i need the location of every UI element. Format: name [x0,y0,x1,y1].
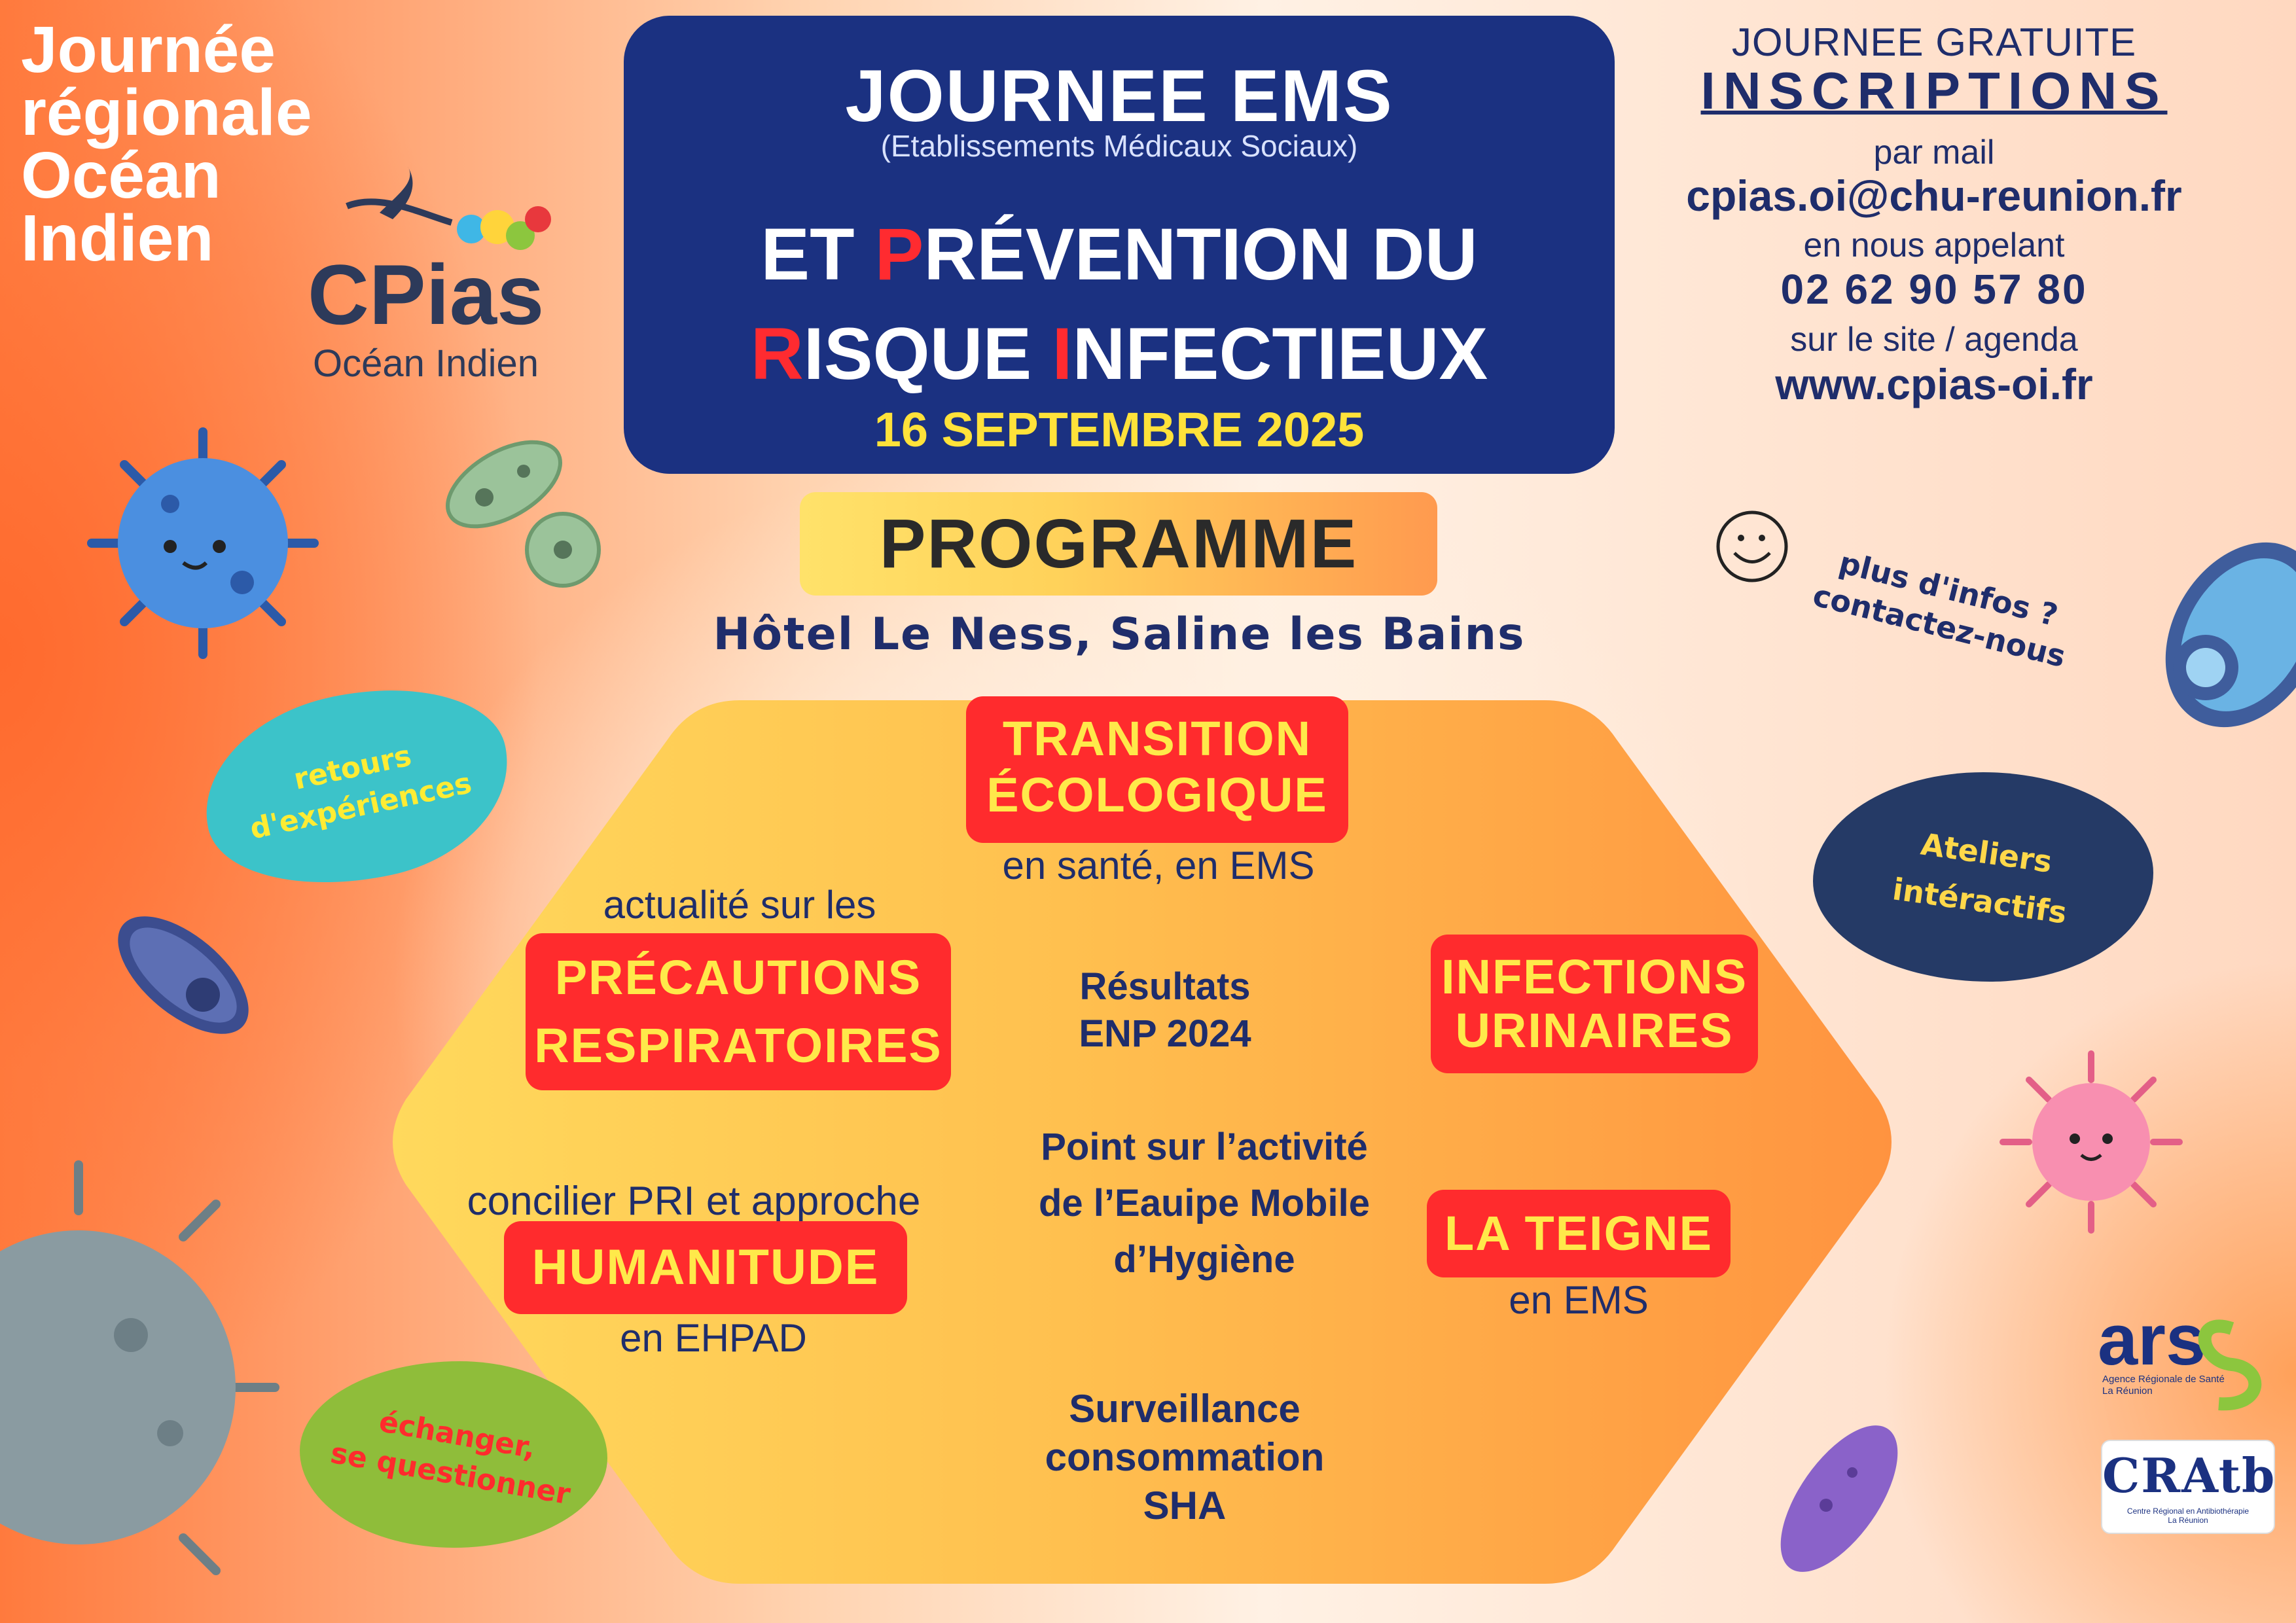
cpias-logo: CPias Océan Indien [308,167,551,385]
topic-transition-sub: en santé, en EMS [1002,844,1315,887]
free-day-label: JOURNEE GRATUITE [1731,20,2137,64]
contact-note: plus d'infos ? contactez-nous [1776,531,2111,684]
center-point-equipe-mobile: Point sur l’activité de l’Eauipe Mobile … [949,1119,1460,1288]
registration-info: JOURNEE GRATUITE INSCRIPTIONS par mail c… [1604,20,2265,409]
cratb-letters: CRAtb [2102,1448,2276,1503]
cratb-caption-line: La Réunion [2168,1516,2208,1525]
event-title-line3: RISQUE INFECTIEUX [750,313,1488,395]
phone-label: en nous appelant [1803,226,2065,264]
pink-virus-icon [2000,1050,2183,1234]
region-title-line: Journée [21,13,276,86]
blue-virus-icon [87,427,319,659]
logo-dot-blue [457,215,486,243]
region-title-line: régionale [21,76,312,149]
cratb-caption: Centre Régional en Antibiothérapie La Ré… [2102,1507,2274,1525]
topic-line: PRÉCAUTIONS [554,950,922,1005]
center-surveillance-sha: Surveillance consommation SHA [903,1385,1466,1530]
contact-email[interactable]: cpias.oi@chu-reunion.fr [1686,171,2182,220]
logo-dot-red [525,206,551,232]
green-bacteria-icon [446,440,601,588]
topic-line: INFECTIONS [1441,950,1748,1004]
center-line: Surveillance [1069,1387,1300,1431]
ars-caption: Agence Régionale de Santé [2102,1374,2225,1385]
region-title-line: Océan [21,139,221,212]
logo-dot-green [506,221,535,250]
purple-bacteria-icon [118,916,249,1034]
topic-la-teigne: LA TEIGNE [1427,1190,1731,1277]
topic-precautions-respiratoires: PRÉCAUTIONS RESPIRATOIRES [526,933,951,1090]
center-line: Résultats [1079,965,1251,1008]
event-subtitle: (Etablissements Médicaux Sociaux) [880,129,1358,163]
header-banner: JOURNEE EMS (Etablissements Médicaux Soc… [624,16,1615,474]
grey-virus-icon [0,1160,279,1575]
topic-humanitude-sub: en EHPAD [620,1316,807,1360]
topic-line: RESPIRATOIRES [534,1018,942,1073]
center-resultats-enp: Résultats ENP 2024 [995,963,1335,1058]
bird-icon [346,198,453,226]
cratb-logo: CRAtb Centre Régional en Antibiothérapie… [2101,1440,2275,1534]
topic-infections-urinaires: INFECTIONS URINAIRES [1431,935,1758,1073]
topic-humanitude: HUMANITUDE [504,1221,907,1314]
topic-line: TRANSITION [1002,711,1312,766]
center-line: ENP 2024 [1079,1012,1251,1055]
inscriptions-heading: INSCRIPTIONS [1700,62,2168,120]
center-line: SHA [1143,1484,1227,1527]
region-title-line: Indien [21,202,214,275]
ars-name: ars [2098,1302,2206,1380]
center-line: d’Hygiène [1113,1238,1295,1281]
mail-label: par mail [1873,134,1995,171]
center-line: Point sur l’activité [1041,1126,1368,1168]
programme-hexagon [393,700,1892,1584]
cpias-name: CPias [308,247,544,342]
ars-logo: ars Agence Régionale de Santé La Réunion [2098,1302,2262,1411]
smiley-icon [1716,510,1788,582]
event-date: 16 SEPTEMBRE 2025 [874,402,1365,457]
center-line: consommation [1045,1435,1325,1479]
cratb-caption-line: Centre Régional en Antibiothérapie [2126,1507,2250,1516]
bubble-ateliers-interactifs: Ateliers intéractifs [1813,772,2153,982]
programme-label: PROGRAMME [800,492,1437,596]
bubble-echanger: échanger, se questionner [300,1361,607,1548]
violet-bacteria-icon [1780,1425,1898,1572]
topic-humanitude-pre: concilier PRI et approche [467,1179,921,1224]
topic-line: URINAIRES [1455,1003,1734,1058]
region-title: Journée régionale Océan Indien [21,13,387,275]
topic-teigne-sub: en EMS [1509,1278,1649,1322]
cpias-region: Océan Indien [313,342,539,385]
blue-cell-icon [2165,542,2296,728]
site-label: sur le site / agenda [1790,321,2078,359]
venue: Hôtel Le Ness, Saline les Bains [713,609,1526,660]
topic-precautions-pre: actualité sur les [603,883,876,927]
topic-line: ÉCOLOGIQUE [986,768,1328,822]
center-line: de l’Eauipe Mobile [1039,1182,1370,1224]
event-title-line2: ET PRÉVENTION DU [761,213,1478,295]
website-link[interactable]: www.cpias-oi.fr [1775,360,2093,408]
contact-phone[interactable]: 02 62 90 57 80 [1780,266,2088,313]
topic-transition-ecologique: TRANSITION ÉCOLOGIQUE [966,696,1348,843]
ars-caption: La Réunion [2102,1385,2153,1397]
event-title: JOURNEE EMS [845,55,1393,137]
